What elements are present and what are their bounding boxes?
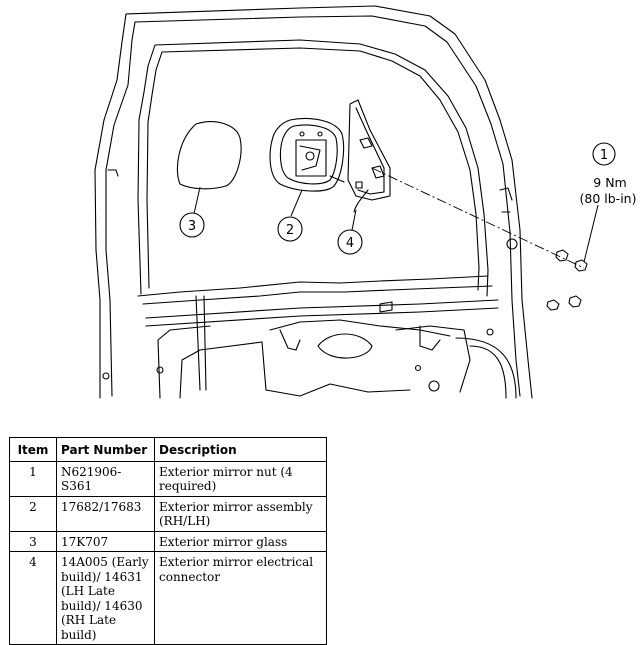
row-part-number: 17K707	[56, 530, 155, 552]
table-row: 1 N621906-S361 Exterior mirror nut (4 re…	[9, 460, 327, 497]
row-part-number: 14A005 (Early build)/ 14631 (LH Late bui…	[56, 551, 155, 645]
row-description: Exterior mirror nut (4 required)	[154, 460, 327, 497]
callout-2-leader	[290, 189, 303, 217]
callout-3-leader	[193, 186, 201, 215]
callout-2: 2	[277, 216, 303, 242]
row-item: 3	[9, 530, 57, 552]
mirror-exploded-diagram: 1 9 Nm (80 lb-in) 3 2 4	[94, 5, 637, 399]
callout-1-leader	[583, 204, 599, 263]
header-part-number: Part Number	[56, 437, 155, 462]
row-description: Exterior mirror glass	[154, 530, 327, 552]
table-header-row: Item Part Number Description	[9, 437, 327, 462]
mirror-assembly	[269, 117, 345, 192]
alignment-line	[371, 167, 585, 269]
row-item: 2	[9, 495, 57, 532]
mirror-glass	[176, 121, 242, 190]
callout-4: 4	[337, 229, 363, 255]
row-description: Exterior mirror electrical connector	[154, 551, 327, 645]
row-description: Exterior mirror assembly (RH/LH)	[154, 495, 327, 532]
parts-table: Item Part Number Description 1 N621906-S…	[9, 437, 327, 645]
callout-3: 3	[179, 212, 205, 238]
row-part-number: N621906-S361	[56, 460, 155, 497]
mirror-sail-bracket	[347, 99, 391, 213]
callout-1-number: 1	[600, 148, 608, 163]
callout-4-number: 4	[346, 236, 354, 251]
callout-4-leader	[351, 209, 357, 231]
door-panel-outline	[94, 5, 533, 399]
mirror-nuts	[546, 249, 588, 311]
row-part-number: 17682/17683	[56, 495, 155, 532]
torque-spec-nm: 9 Nm	[593, 175, 626, 190]
row-item: 1	[9, 460, 57, 497]
table-row: 2 17682/17683 Exterior mirror assembly (…	[9, 495, 327, 532]
row-item: 4	[9, 551, 57, 645]
header-item: Item	[9, 437, 57, 462]
header-description: Description	[154, 437, 327, 462]
callout-1: 1	[592, 142, 616, 166]
torque-spec-lbin: (80 lb-in)	[580, 191, 637, 206]
table-row: 3 17K707 Exterior mirror glass	[9, 530, 327, 552]
callout-3-number: 3	[188, 219, 196, 234]
table-row: 4 14A005 (Early build)/ 14631 (LH Late b…	[9, 551, 327, 645]
callout-2-number: 2	[286, 223, 294, 238]
